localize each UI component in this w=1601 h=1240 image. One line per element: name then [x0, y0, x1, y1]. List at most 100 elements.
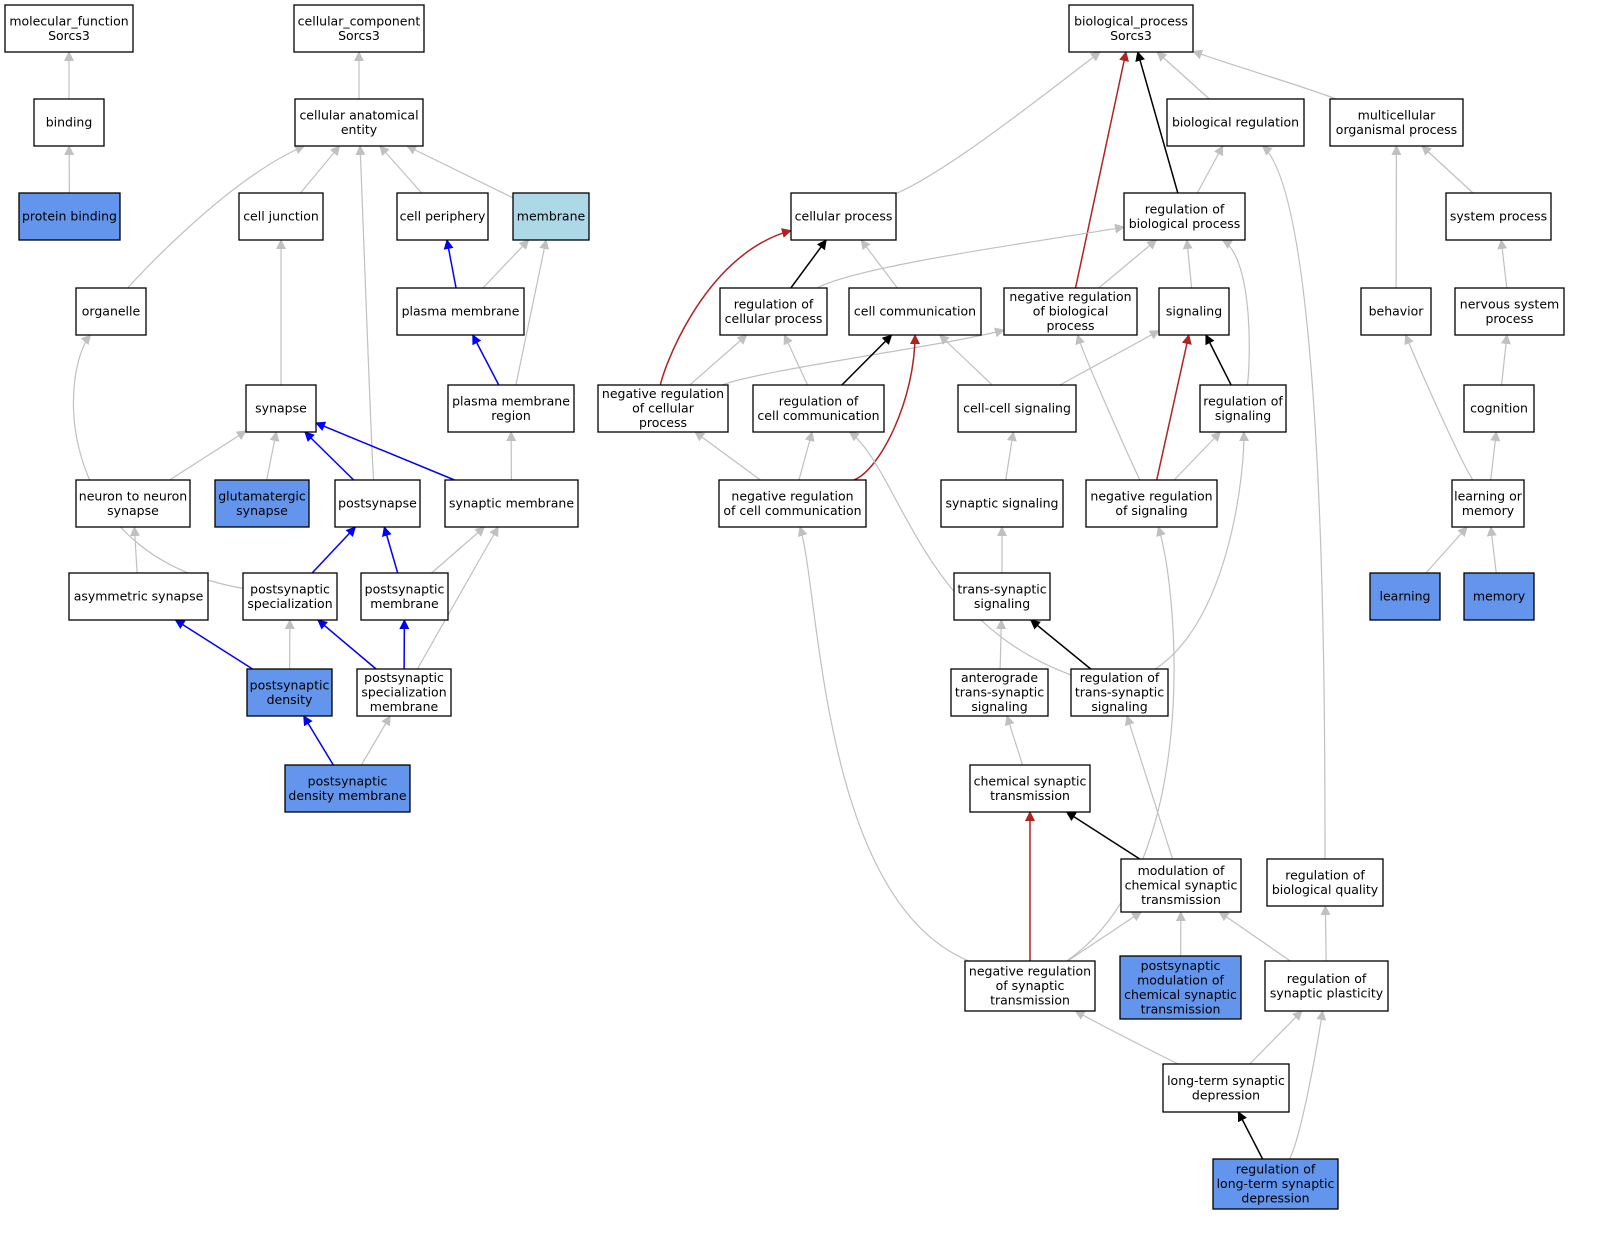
- node-label-line: transmission: [990, 993, 1070, 1008]
- node-box: [1369, 572, 1441, 621]
- node-box: [245, 384, 317, 433]
- edge-is-a: [379, 145, 423, 194]
- edge-part-of: [382, 526, 399, 574]
- edge-is-a: [127, 144, 306, 289]
- go-term-node-cell-junction[interactable]: cell junction: [238, 192, 324, 241]
- go-term-node-system-process[interactable]: system process: [1445, 192, 1552, 241]
- edge-is-a: [1066, 526, 1175, 962]
- go-term-node-cellular-process[interactable]: cellular process: [790, 192, 897, 241]
- go-term-node-cell-periphery[interactable]: cell periphery: [396, 192, 489, 241]
- node-label-line: memory: [1473, 589, 1526, 604]
- go-term-node-asymmetric-synapse[interactable]: asymmetric synapse: [68, 572, 209, 621]
- go-term-node-protein-binding[interactable]: protein binding: [18, 192, 121, 241]
- edge-is-a: [1490, 431, 1501, 481]
- go-term-node-cognition[interactable]: cognition: [1463, 384, 1535, 433]
- go-term-node-signaling[interactable]: signaling: [1158, 287, 1230, 336]
- node-label-line: organelle: [82, 304, 141, 319]
- node-label-line: plasma membrane: [402, 304, 520, 319]
- go-term-node-synaptic-signaling[interactable]: synaptic signaling: [940, 479, 1064, 528]
- node-label-line: signaling: [1166, 304, 1222, 319]
- node-box: [597, 384, 729, 433]
- go-term-node-synaptic-membrane[interactable]: synaptic membrane: [444, 479, 579, 528]
- go-term-node-membrane[interactable]: membrane: [512, 192, 590, 241]
- node-label-line: multicellular: [1358, 107, 1437, 122]
- node-box: [356, 668, 452, 717]
- node-label-line: process: [639, 415, 687, 430]
- go-term-node-organelle[interactable]: organelle: [75, 287, 147, 336]
- node-box: [964, 960, 1096, 1012]
- node-box: [1119, 955, 1242, 1020]
- go-term-node-binding[interactable]: binding: [33, 98, 105, 147]
- edge-is-a: [1059, 330, 1160, 386]
- node-label-line: anterograde: [961, 670, 1038, 685]
- edge-is-a: [1320, 905, 1331, 962]
- node-label-line: cell communication: [757, 408, 879, 423]
- edge-part-of: [317, 619, 377, 670]
- go-term-node-cell-communication[interactable]: cell communication: [848, 287, 982, 336]
- node-label-line: trans-synaptic: [955, 685, 1044, 700]
- node-box: [293, 4, 425, 53]
- node-label-line: regulation of: [1203, 393, 1283, 408]
- go-term-node-biological-regulation[interactable]: biological regulation: [1166, 98, 1305, 147]
- node-box: [242, 572, 338, 621]
- node-box: [719, 287, 828, 336]
- node-box: [33, 98, 105, 147]
- edge-is-a: [355, 145, 375, 481]
- node-box: [1068, 4, 1194, 53]
- node-label-line: organismal process: [1336, 122, 1457, 137]
- node-box: [1454, 287, 1565, 336]
- edge-is-a: [798, 431, 815, 481]
- node-label-line: cellular process: [795, 209, 893, 224]
- edge-part-of: [174, 619, 253, 670]
- go-term-node-postsynapse[interactable]: postsynapse: [334, 479, 421, 528]
- node-label-line: synapse: [107, 503, 159, 518]
- go-term-node-cell-cell-signaling[interactable]: cell-cell signaling: [957, 384, 1077, 433]
- node-label-line: glutamatergic: [218, 488, 306, 503]
- node-box: [1463, 384, 1535, 433]
- node-label-line: postsynapse: [338, 496, 417, 511]
- edge-is-a: [1404, 334, 1474, 481]
- go-term-node-learning[interactable]: learning: [1369, 572, 1441, 621]
- node-label-line: Sorcs3: [338, 28, 380, 43]
- node-box: [4, 4, 134, 53]
- node-label-line: postsynaptic: [1141, 958, 1221, 973]
- go-term-node-synapse[interactable]: synapse: [245, 384, 317, 433]
- go-term-node-behavior[interactable]: behavior: [1360, 287, 1432, 336]
- go-term-node-memory[interactable]: memory: [1463, 572, 1535, 621]
- go-term-node-plasma-membrane[interactable]: plasma membrane: [396, 287, 525, 336]
